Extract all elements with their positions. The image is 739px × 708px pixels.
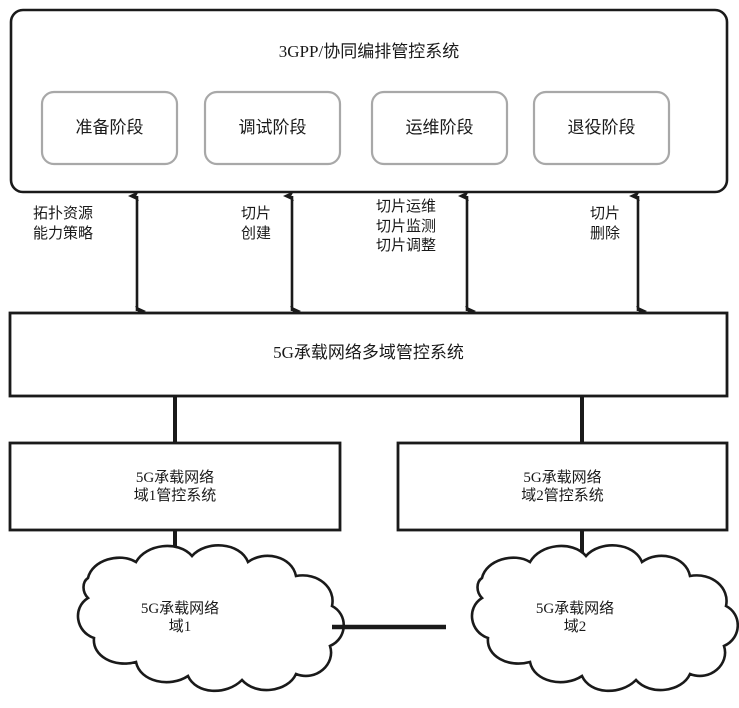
multi-domain-controller-box — [8, 311, 729, 398]
network-cloud-1 — [76, 544, 346, 693]
network-cloud-2 — [470, 544, 739, 693]
domain-controller-box-1 — [8, 441, 342, 532]
domain-controller-box-2 — [396, 441, 729, 532]
stage-chip-decommissioning[interactable] — [532, 90, 671, 166]
stage-chip-operation[interactable] — [370, 90, 509, 166]
stage-chip-preparation[interactable] — [40, 90, 179, 166]
stage-chip-commissioning[interactable] — [203, 90, 342, 166]
